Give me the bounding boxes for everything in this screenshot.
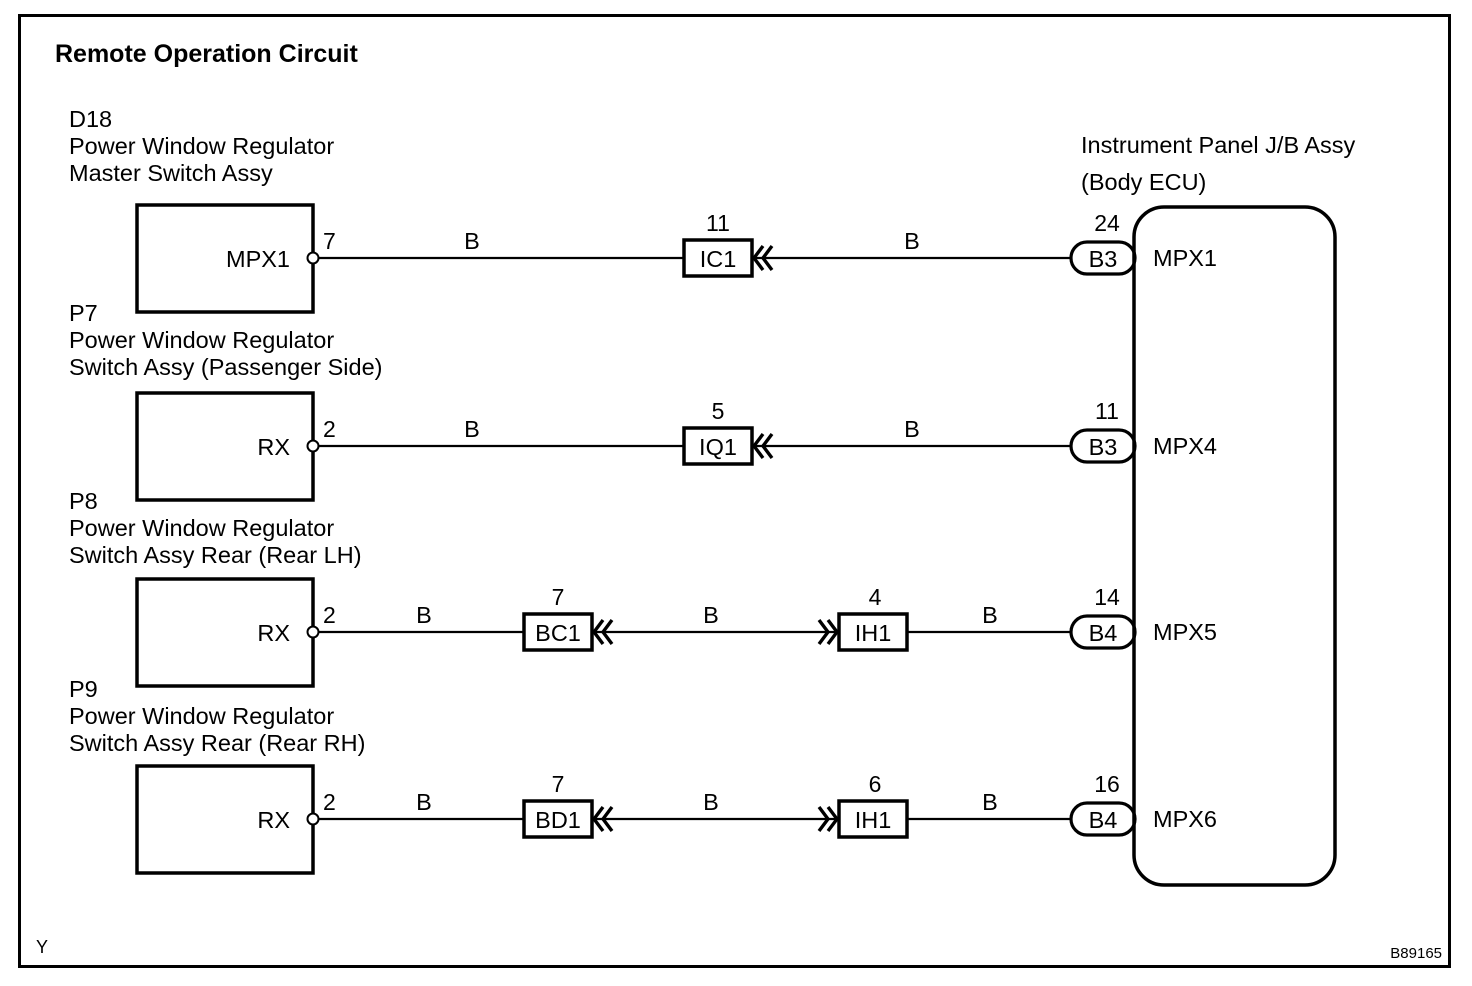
component-code: P7 [69, 300, 98, 326]
junction-pin: 7 [552, 584, 565, 610]
component-terminal-name: MPX1 [226, 246, 290, 272]
component-name-line1: Power Window Regulator [69, 703, 334, 729]
wire-color-label: B [904, 416, 920, 442]
component-terminal-pin: 2 [323, 602, 336, 628]
component-name-line2: Switch Assy Rear (Rear LH) [69, 542, 362, 568]
component-code: P9 [69, 676, 98, 702]
wire-color-label: B [464, 228, 480, 254]
component-terminal-pin: 7 [323, 228, 336, 254]
component-code: D18 [69, 106, 112, 132]
wire-color-label: B [982, 602, 998, 628]
component-name-line1: Power Window Regulator [69, 515, 334, 541]
component-terminal-name: RX [257, 434, 290, 460]
junction-pin: 7 [552, 771, 565, 797]
component-terminal-name: RX [257, 620, 290, 646]
wire-color-label: B [464, 416, 480, 442]
female-connector-chevron-icon [591, 618, 614, 646]
junction-connector-box [522, 612, 594, 652]
ecu-pin: 24 [1094, 210, 1120, 236]
junction-connector-code: IC1 [700, 246, 737, 272]
wire-color-label: B [703, 602, 719, 628]
male-connector-chevron-icon [817, 618, 840, 646]
component-name-line2: Switch Assy (Passenger Side) [69, 354, 382, 380]
component-name-line1: Power Window Regulator [69, 327, 334, 353]
component-box [135, 391, 315, 502]
wire-color-label: B [703, 789, 719, 815]
component-box [135, 764, 315, 875]
component-code: P8 [69, 488, 98, 514]
junction-connector-code: BC1 [535, 620, 581, 646]
junction-connector-code: IQ1 [699, 434, 737, 460]
ecu-name-line2: (Body ECU) [1081, 169, 1206, 195]
component-name-line1: Power Window Regulator [69, 133, 334, 159]
junction-connector-code: IH1 [855, 620, 892, 646]
component-terminal-name: RX [257, 807, 290, 833]
terminal-circle [306, 439, 320, 453]
component-name-line2: Master Switch Assy [69, 160, 273, 186]
wire-color-label: B [416, 789, 432, 815]
component-box [135, 203, 315, 314]
junction-connector-box [837, 799, 909, 839]
ecu-terminal-name: MPX5 [1153, 619, 1217, 645]
terminal-circle [306, 251, 320, 265]
component-box [135, 577, 315, 688]
terminal-circle [306, 812, 320, 826]
ecu-connector-code: B3 [1089, 246, 1118, 272]
female-connector-chevron-icon [751, 244, 774, 272]
body-ecu-box [1132, 205, 1337, 887]
ecu-pin: 16 [1094, 771, 1120, 797]
wire-color-label: B [416, 602, 432, 628]
junction-connector-code: BD1 [535, 807, 581, 833]
junction-pin: 5 [712, 398, 725, 424]
corner-mark: Y [36, 937, 48, 957]
junction-connector-code: IH1 [855, 807, 892, 833]
ecu-terminal-name: MPX1 [1153, 245, 1217, 271]
component-terminal-pin: 2 [323, 416, 336, 442]
junction-pin: 4 [869, 584, 882, 610]
ecu-pin: 11 [1095, 398, 1119, 424]
male-connector-chevron-icon [817, 805, 840, 833]
ecu-connector-code: B4 [1089, 620, 1118, 646]
ecu-terminal-name: MPX6 [1153, 806, 1217, 832]
diagram-frame [18, 14, 1451, 968]
component-name-line2: Switch Assy Rear (Rear RH) [69, 730, 365, 756]
component-terminal-pin: 2 [323, 789, 336, 815]
female-connector-chevron-icon [751, 432, 774, 460]
ecu-terminal-name: MPX4 [1153, 433, 1217, 459]
wire-color-label: B [982, 789, 998, 815]
ecu-connector-code: B4 [1089, 807, 1118, 833]
terminal-circle [306, 625, 320, 639]
figure-id: B89165 [1390, 945, 1442, 962]
wire-color-label: B [904, 228, 920, 254]
ecu-connector-code: B3 [1089, 434, 1118, 460]
junction-connector-box [837, 612, 909, 652]
junction-pin: 6 [869, 771, 882, 797]
ecu-pin: 14 [1094, 584, 1120, 610]
junction-pin: 11 [706, 210, 730, 236]
ecu-name-line1: Instrument Panel J/B Assy [1081, 132, 1356, 158]
diagram-title: Remote Operation Circuit [55, 40, 358, 68]
female-connector-chevron-icon [591, 805, 614, 833]
